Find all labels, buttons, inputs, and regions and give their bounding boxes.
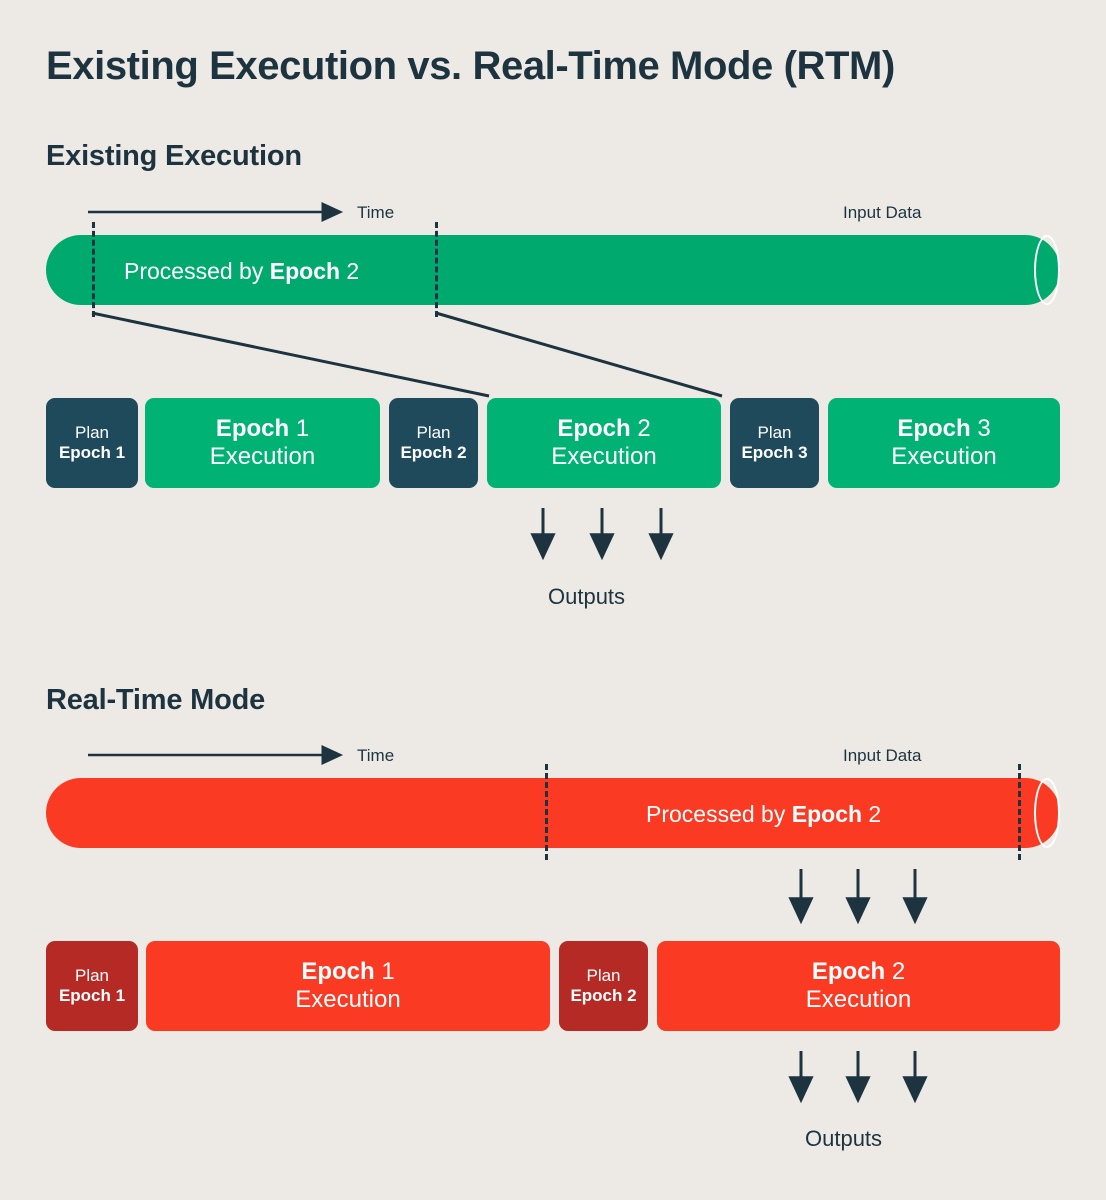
- block-label-line1: Epoch 2: [812, 958, 905, 986]
- outputs-label-existing: Outputs: [548, 584, 626, 609]
- block-epoch-number: 2: [630, 414, 651, 442]
- block-label-line2: Epoch 1: [58, 443, 126, 462]
- block-label-line2: Execution: [551, 443, 657, 470]
- block-label-line1: Epoch 3: [897, 415, 990, 443]
- block-plan-epoch-1-existing[interactable]: Plan Epoch 1: [46, 398, 138, 488]
- block-label-line2: Execution: [295, 986, 401, 1013]
- pipe-window-start-marker-existing: [92, 222, 95, 317]
- input-data-pipe-rtm: [46, 778, 1060, 848]
- block-epoch-number: 1: [289, 414, 310, 442]
- pipe-processed-prefix: Processed by: [124, 258, 270, 284]
- block-epoch-1-execution-existing[interactable]: Epoch 1 Execution: [145, 398, 380, 488]
- pipe-end-cap-red: [1034, 778, 1060, 848]
- block-epoch-3-execution-existing[interactable]: Epoch 3 Execution: [828, 398, 1060, 488]
- input-data-label-rtm: Input Data: [843, 746, 922, 765]
- block-plan-epoch-2-rtm[interactable]: Plan Epoch 2: [559, 941, 648, 1031]
- pipe-processed-label-existing: Processed by Epoch 2: [124, 258, 359, 285]
- pipe-processed-emphasis: Epoch: [791, 801, 863, 827]
- block-label-line2: Execution: [805, 986, 912, 1013]
- outputs-arrows-existing: [530, 508, 674, 561]
- input-data-label-existing: Input Data: [843, 203, 922, 222]
- pipe-window-start-marker-rtm: [545, 764, 548, 860]
- pipe-processed-prefix: Processed by: [646, 801, 792, 827]
- block-epoch-word: Epoch: [301, 957, 375, 985]
- block-epoch-word: Epoch: [897, 414, 971, 442]
- block-label-line2: Epoch 1: [58, 986, 126, 1005]
- block-label-line2: Epoch 3: [741, 443, 808, 462]
- block-epoch-2-execution-existing[interactable]: Epoch 2 Execution: [487, 398, 721, 488]
- pipe-end-cap-green: [1034, 235, 1060, 305]
- block-epoch-number: 3: [970, 414, 991, 442]
- outputs-label-rtm: Outputs: [805, 1126, 883, 1151]
- pipe-processed-emphasis: Epoch: [269, 258, 341, 284]
- block-label-line2: Epoch 2: [400, 443, 467, 462]
- block-plan-epoch-1-rtm[interactable]: Plan Epoch 1: [46, 941, 138, 1031]
- block-label-line1: Plan: [74, 422, 110, 442]
- block-plan-epoch-2-existing[interactable]: Plan Epoch 2: [389, 398, 478, 488]
- block-label-line1: Plan: [74, 965, 110, 985]
- page-title: Existing Execution vs. Real-Time Mode (R…: [46, 44, 895, 88]
- outputs-arrows-rtm: [788, 1051, 928, 1104]
- block-epoch-number: 1: [374, 957, 395, 985]
- block-epoch-word: Epoch: [811, 957, 886, 985]
- block-label-line1: Plan: [757, 422, 792, 442]
- pipe-window-end-marker-existing: [435, 222, 438, 317]
- block-label-line2: Epoch 2: [570, 986, 637, 1005]
- block-label-line1: Plan: [416, 422, 451, 442]
- pipe-to-epoch2-connectors-existing: [91, 311, 723, 398]
- block-epoch-1-execution-rtm[interactable]: Epoch 1 Execution: [146, 941, 550, 1031]
- section-heading-real-time-mode: Real-Time Mode: [46, 684, 266, 716]
- block-label-line1: Epoch 1: [216, 415, 309, 443]
- block-plan-epoch-3-existing[interactable]: Plan Epoch 3: [730, 398, 819, 488]
- time-axis-label-rtm: Time: [357, 746, 395, 765]
- section-heading-existing-execution: Existing Execution: [46, 140, 302, 172]
- pipe-processed-suffix: 2: [862, 801, 882, 827]
- input-data-pipe-existing: [46, 235, 1060, 305]
- block-label-line2: Execution: [891, 443, 997, 470]
- block-epoch-word: Epoch: [215, 414, 290, 442]
- time-axis-label-existing: Time: [357, 203, 395, 222]
- pipe-processed-suffix: 2: [340, 258, 360, 284]
- ingest-arrows-rtm: [788, 869, 928, 925]
- block-label-line1: Epoch 2: [557, 415, 650, 443]
- pipe-window-end-marker-rtm: [1018, 764, 1021, 860]
- block-epoch-number: 2: [885, 957, 906, 985]
- block-label-line1: Plan: [586, 965, 621, 985]
- pipe-processed-label-rtm: Processed by Epoch 2: [646, 801, 881, 828]
- block-epoch-word: Epoch: [557, 414, 631, 442]
- block-epoch-2-execution-rtm[interactable]: Epoch 2 Execution: [657, 941, 1060, 1031]
- block-label-line1: Epoch 1: [301, 958, 394, 986]
- block-label-line2: Execution: [209, 443, 316, 470]
